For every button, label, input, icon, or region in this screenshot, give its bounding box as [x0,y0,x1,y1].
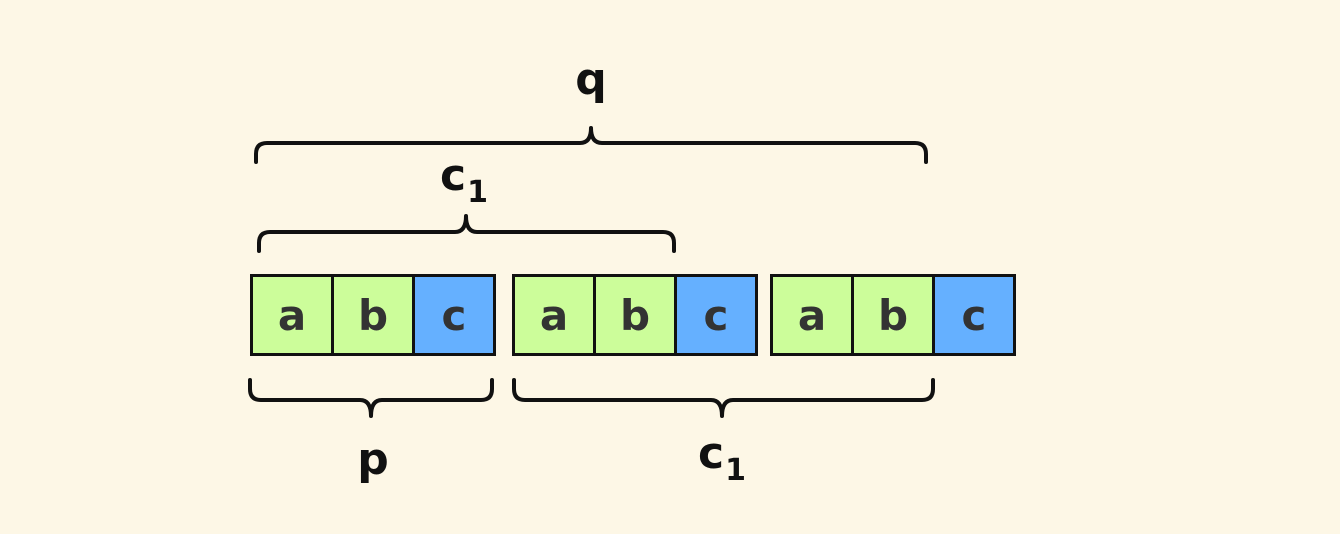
label-c1-top: c1 [440,154,488,208]
label-c1-top-base: c [440,150,467,201]
brace-c1-bottom [512,378,935,418]
cell-a: a [253,277,331,353]
label-p-text: p [357,434,389,485]
group-2: a b c [512,274,758,356]
label-c1-bottom-base: c [698,428,725,479]
label-c1-bottom: c1 [698,432,746,486]
label-q: q [575,58,607,102]
cell-b: b [854,277,932,353]
brace-p [248,378,494,418]
label-c1-top-subscript: 1 [467,175,488,210]
cell-a: a [773,277,851,353]
brace-c1-top [257,214,676,253]
group-1: a b c [250,274,496,356]
label-c1-bottom-subscript: 1 [725,453,746,488]
cell-c: c [415,277,493,353]
label-q-text: q [575,54,607,105]
cell-b: b [334,277,412,353]
cell-c: c [935,277,1013,353]
cell-b: b [596,277,674,353]
brace-q [254,126,928,164]
label-p: p [357,438,389,482]
cell-a: a [515,277,593,353]
cell-c: c [677,277,755,353]
group-3: a b c [770,274,1016,356]
